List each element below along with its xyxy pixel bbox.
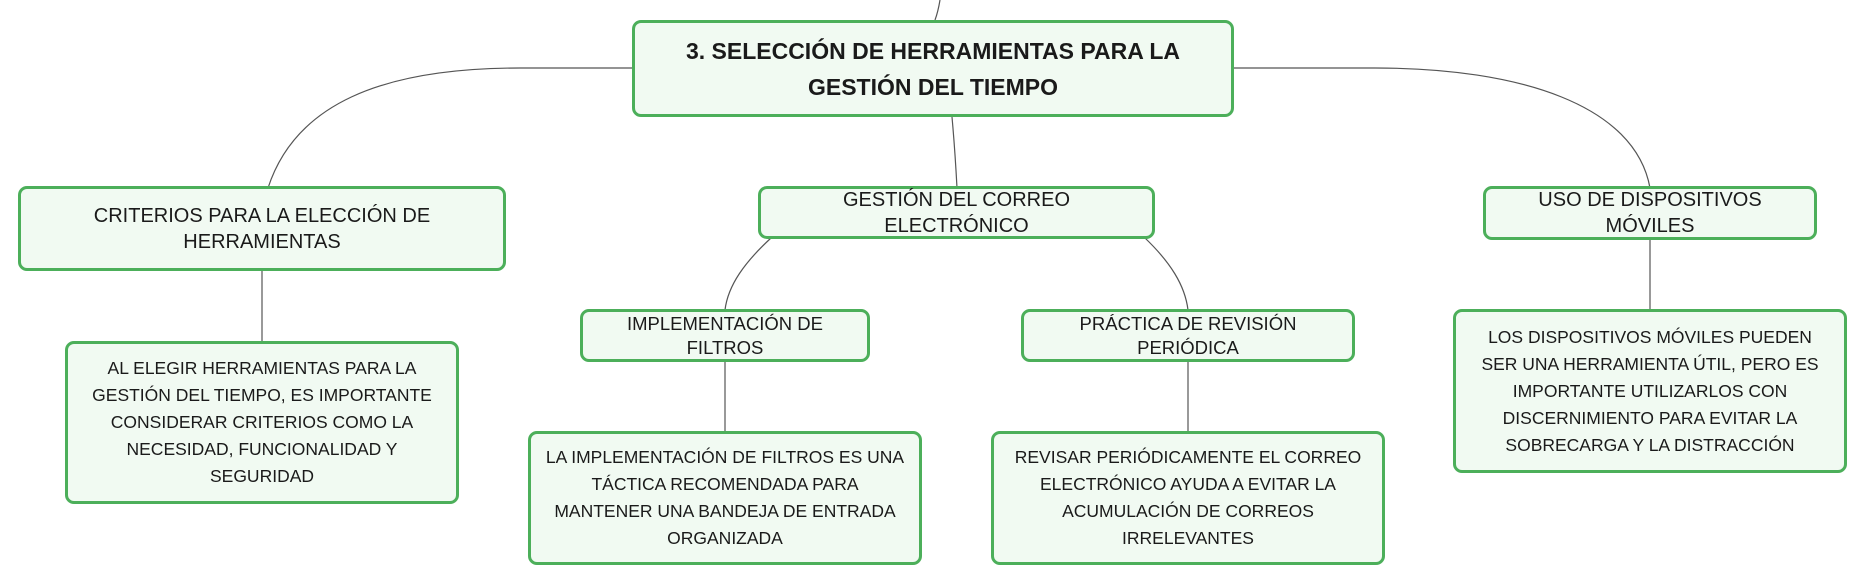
node-moviles-label: USO DE DISPOSITIVOS MÓVILES bbox=[1538, 189, 1762, 237]
node-revision-label: PRÁCTICA DE REVISIÓN PERIÓDICA bbox=[1079, 312, 1297, 358]
node-moviles[interactable]: USO DE DISPOSITIVOS MÓVILES bbox=[1483, 186, 1817, 240]
node-correo[interactable]: GESTIÓN DEL CORREO ELECTRÓNICO bbox=[758, 186, 1155, 239]
node-criterios-label: CRITERIOS PARA LA ELECCIÓN DE HERRAMIENT… bbox=[93, 204, 431, 253]
connector-correo-to-revision bbox=[1144, 237, 1189, 311]
connector-root-to-criterios bbox=[267, 67, 632, 189]
connector-root-to-moviles bbox=[1234, 67, 1651, 189]
node-filtros[interactable]: IMPLEMENTACIÓN DE FILTROS bbox=[580, 309, 870, 362]
node-filtros-label: IMPLEMENTACIÓN DE FILTROS bbox=[627, 312, 823, 358]
root-node[interactable]: 3. SELECCIÓN DE HERRAMIENTAS PARA LA GES… bbox=[632, 20, 1234, 117]
node-criterios-detail[interactable]: AL ELEGIR HERRAMIENTAS PARA LA GESTIÓN D… bbox=[65, 341, 459, 504]
node-revision-detail-text: REVISAR PERIÓDICAMENTE EL CORREO ELECTRÓ… bbox=[1014, 447, 1362, 548]
node-revision[interactable]: PRÁCTICA DE REVISIÓN PERIÓDICA bbox=[1021, 309, 1355, 362]
connector-root-to-correo bbox=[951, 116, 958, 189]
connector-parent-to-root bbox=[934, 0, 941, 21]
node-criterios-detail-text: AL ELEGIR HERRAMIENTAS PARA LA GESTIÓN D… bbox=[92, 358, 432, 486]
node-correo-label: GESTIÓN DEL CORREO ELECTRÓNICO bbox=[842, 188, 1071, 237]
node-revision-detail[interactable]: REVISAR PERIÓDICAMENTE EL CORREO ELECTRÓ… bbox=[991, 431, 1385, 565]
connector-correo-to-filtros bbox=[724, 237, 772, 311]
node-filtros-detail[interactable]: LA IMPLEMENTACIÓN DE FILTROS ES UNA TÁCT… bbox=[528, 431, 922, 565]
node-moviles-detail[interactable]: LOS DISPOSITIVOS MÓVILES PUEDEN SER UNA … bbox=[1453, 309, 1847, 473]
node-moviles-detail-text: LOS DISPOSITIVOS MÓVILES PUEDEN SER UNA … bbox=[1481, 326, 1819, 455]
root-label: 3. SELECCIÓN DE HERRAMIENTAS PARA LA GES… bbox=[685, 37, 1181, 100]
node-filtros-detail-text: LA IMPLEMENTACIÓN DE FILTROS ES UNA TÁCT… bbox=[545, 447, 905, 548]
node-criterios[interactable]: CRITERIOS PARA LA ELECCIÓN DE HERRAMIENT… bbox=[18, 186, 506, 271]
